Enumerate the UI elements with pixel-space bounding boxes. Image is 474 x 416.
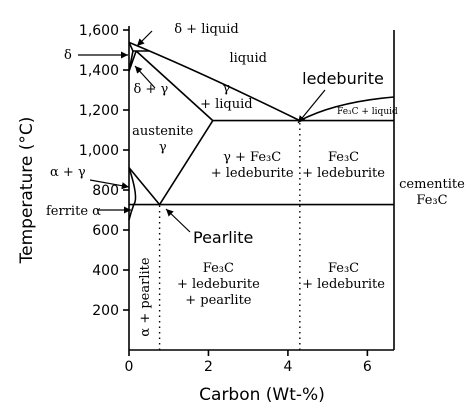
region-fe3c_led_pearlite-line: + pearlite bbox=[185, 293, 252, 308]
arrow-ledeburite bbox=[297, 89, 326, 124]
y-tick-label: 800 bbox=[92, 183, 119, 199]
x-tick-label: 6 bbox=[363, 359, 372, 375]
boundary-liquidus-right bbox=[299, 96, 395, 122]
region-fe3c_led_pearlite-line: + ledeburite bbox=[177, 277, 260, 292]
region-alpha_pearlite-line: α + pearlite bbox=[138, 257, 153, 336]
boundary-liquidus-left bbox=[128, 41, 301, 122]
x-tick-label: 0 bbox=[125, 359, 134, 375]
region-gamma_fe3c_led-line: + ledeburite bbox=[211, 166, 294, 181]
label-cementite-formula: Fe₃C bbox=[416, 193, 447, 208]
region-austenite-line: austenite bbox=[132, 124, 193, 139]
y-tick-label: 1,400 bbox=[79, 63, 119, 79]
y-tick-label: 1,600 bbox=[79, 23, 119, 39]
y-tick-label: 1,000 bbox=[79, 143, 119, 159]
y-tick-label: 600 bbox=[92, 223, 119, 239]
region-liquid-line: liquid bbox=[229, 51, 267, 66]
x-tick-label: 2 bbox=[204, 359, 213, 375]
region-fe3c_led_lower-line: + ledeburite bbox=[302, 277, 385, 292]
region-fe3c_led_pearlite-line: Fe₃C bbox=[203, 261, 234, 276]
boundary-acm-line bbox=[158, 120, 214, 206]
y-tick-label: 400 bbox=[92, 263, 119, 279]
label-cementite: cementite bbox=[399, 177, 465, 192]
x-axis-title: Carbon (Wt-%) bbox=[199, 385, 325, 405]
region-delta_liquid-line: δ + liquid bbox=[174, 22, 238, 37]
region-delta_gamma-line: δ + γ bbox=[133, 82, 168, 97]
region-fe3c_led_upper-line: Fe₃C bbox=[328, 150, 359, 165]
region-fe3c_liquid-line: Fe₃C + liquid bbox=[337, 107, 398, 117]
region-gamma_liquid-line: γ bbox=[222, 81, 230, 96]
label-ferrite: ferrite α bbox=[46, 204, 101, 219]
arrow-pearlite bbox=[165, 208, 191, 233]
region-fe3c_led_upper-line: + ledeburite bbox=[302, 166, 385, 181]
label-delta: δ bbox=[64, 48, 72, 63]
boundary-solidus bbox=[135, 50, 214, 122]
boundary-a3-line bbox=[128, 167, 161, 206]
callout-ledeburite: ledeburite bbox=[302, 69, 384, 88]
x-tick-label: 4 bbox=[283, 359, 292, 375]
region-gamma_liquid-line: + liquid bbox=[200, 97, 253, 112]
region-austenite-line: γ bbox=[159, 140, 167, 155]
boundary-ferrite-boundary bbox=[128, 167, 137, 221]
callout-pearlite: Pearlite bbox=[193, 228, 253, 247]
region-gamma_fe3c_led-line: γ + Fe₃C bbox=[223, 150, 281, 165]
boundary-delta-gamma bbox=[128, 50, 137, 72]
y-axis-title: Temperature (°C) bbox=[17, 117, 37, 265]
arrow-delta-gamma bbox=[134, 65, 156, 89]
arrow-alpha-gamma bbox=[89, 179, 130, 190]
y-tick-label: 1,200 bbox=[79, 103, 119, 119]
y-tick-label: 200 bbox=[92, 303, 119, 319]
arrow-delta-liquid bbox=[136, 30, 153, 47]
region-fe3c_led_lower-line: Fe₃C bbox=[328, 261, 359, 276]
label-alpha-gamma: α + γ bbox=[50, 165, 86, 180]
